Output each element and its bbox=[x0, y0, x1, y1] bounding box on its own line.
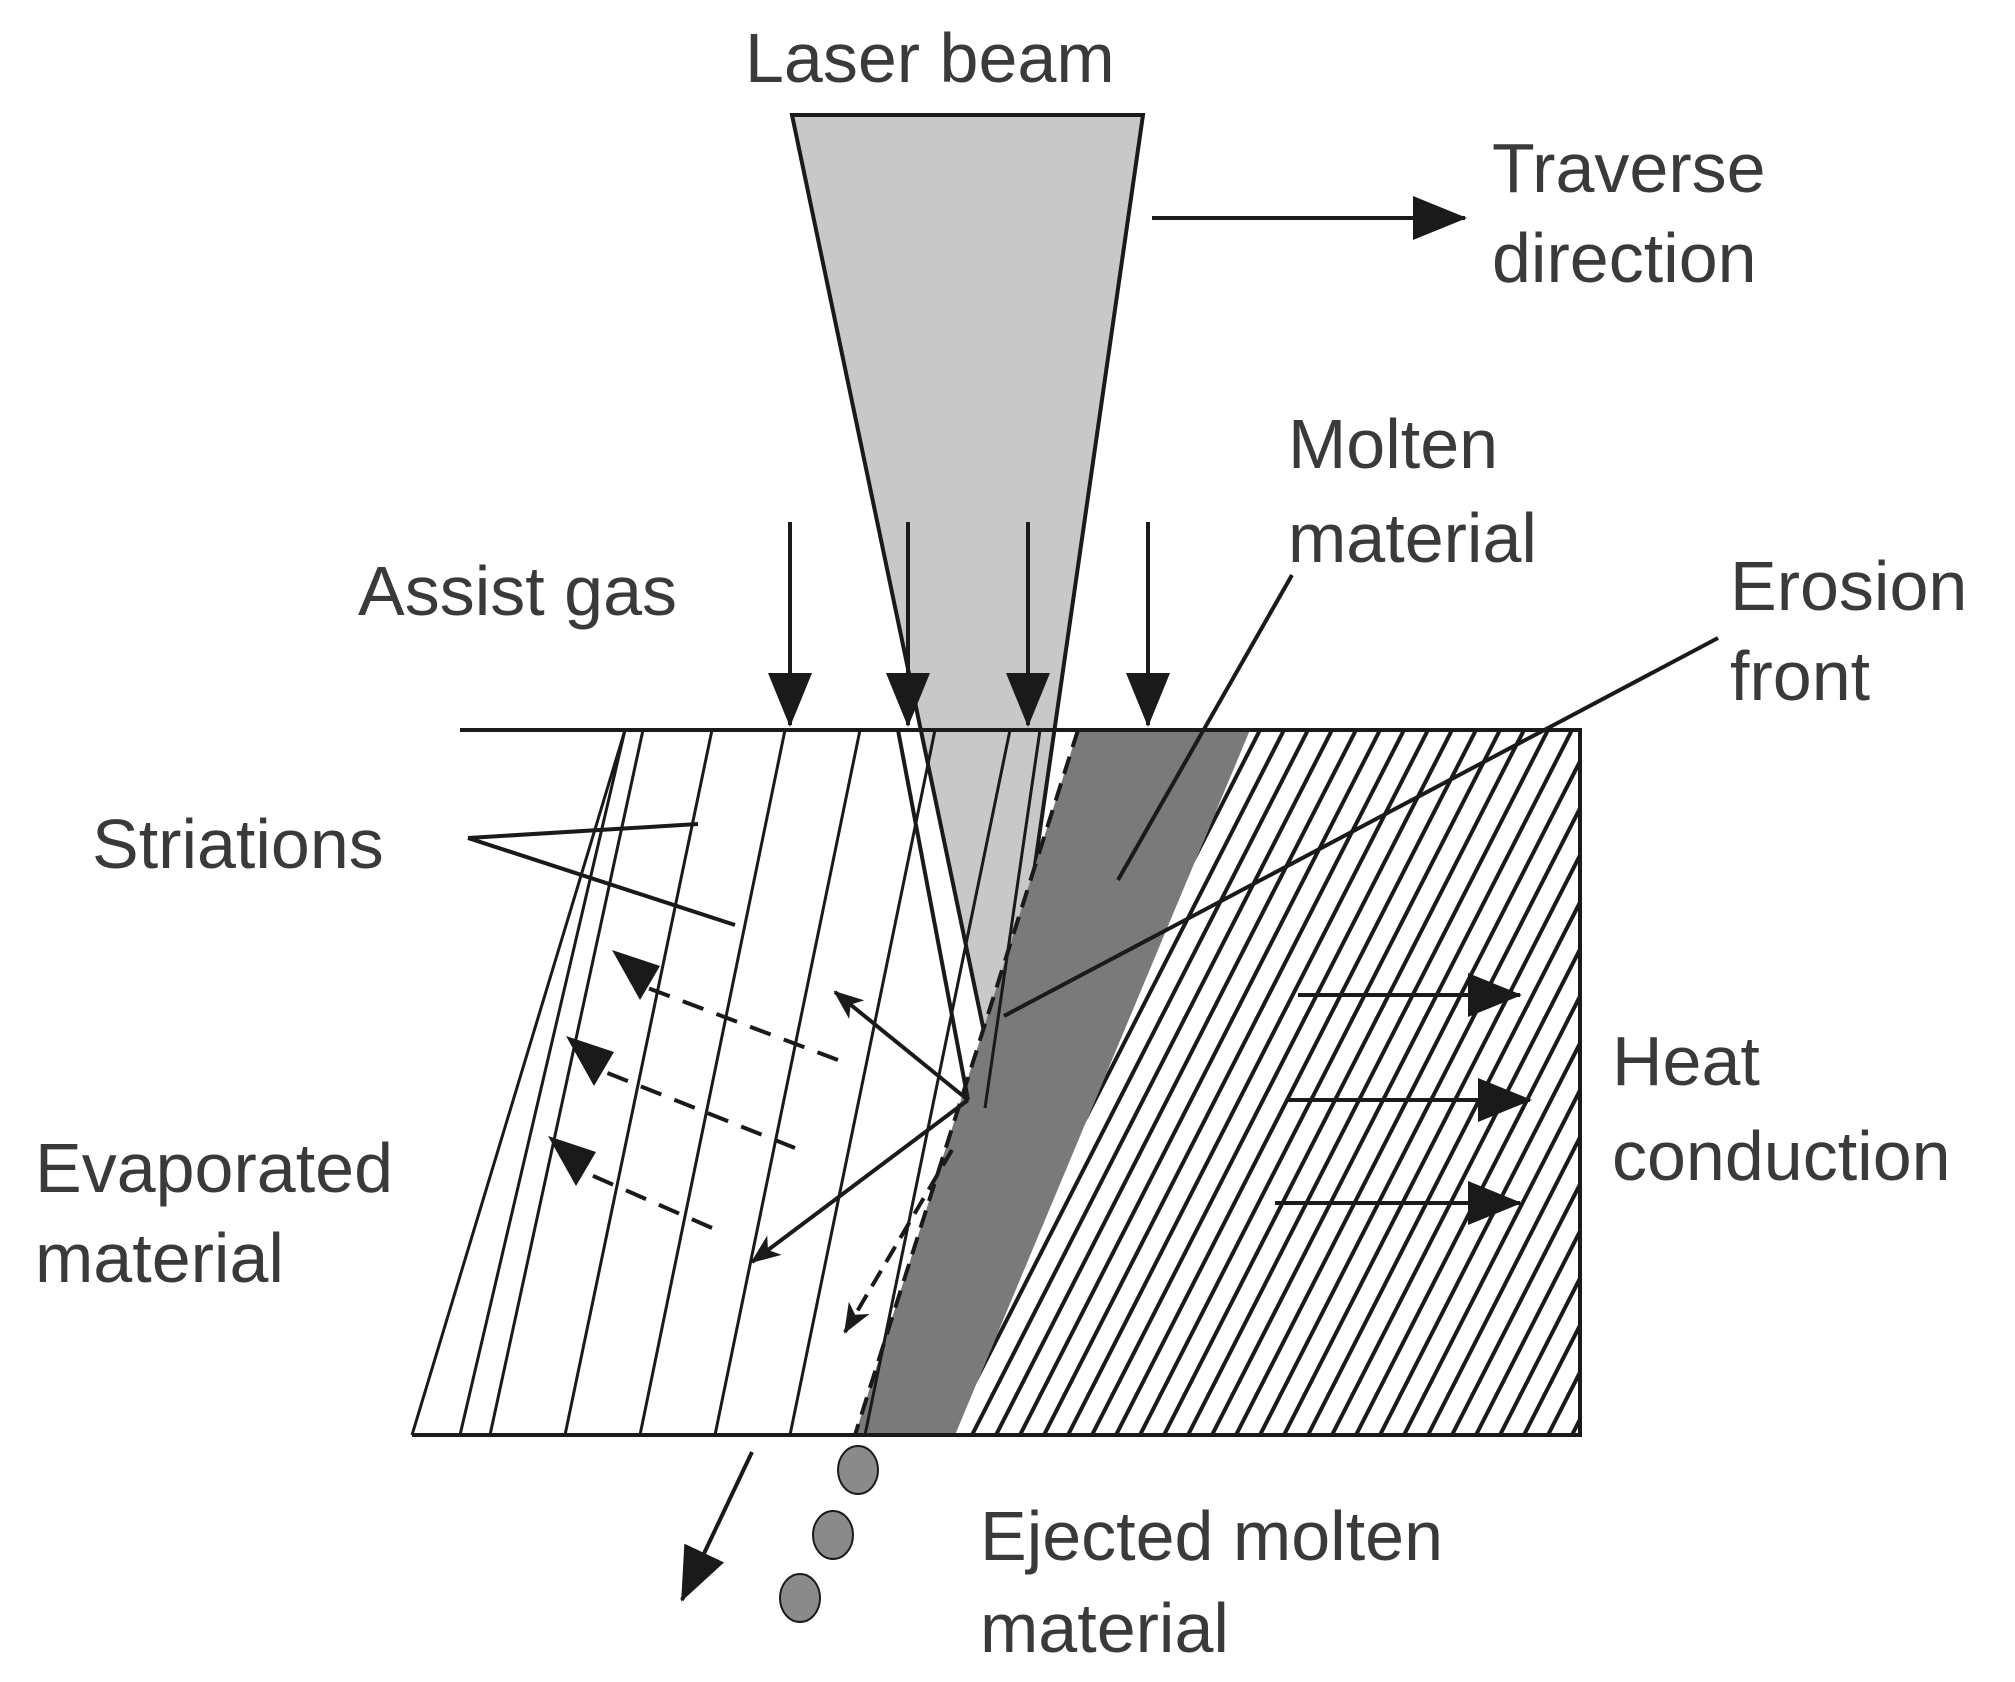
hatch-line bbox=[1956, 730, 2015, 1435]
hatch-line bbox=[1884, 730, 2015, 1435]
laser-beam-cone bbox=[789, 113, 1146, 1109]
hatch-line bbox=[970, 730, 1334, 1435]
label-laser-beam: Laser beam bbox=[745, 19, 1115, 97]
hatch-line bbox=[1498, 730, 1580, 1435]
label-molten-material-line1: Molten bbox=[1288, 405, 1498, 483]
hatch-line bbox=[1812, 730, 2015, 1435]
label-traverse-direction-line1: Traverse bbox=[1492, 129, 1766, 207]
hatch-line bbox=[2004, 730, 2015, 1435]
hatch-line bbox=[1378, 730, 1580, 1435]
label-heat-conduction-line1: Heat bbox=[1612, 1022, 1760, 1100]
hatch-line bbox=[1138, 730, 1502, 1435]
molten-material-band bbox=[855, 730, 1250, 1435]
hatch-line bbox=[1474, 730, 1580, 1435]
hatch-line bbox=[1234, 730, 1580, 1435]
evaporated-material-arrows bbox=[574, 983, 839, 1230]
scatter-arrows bbox=[750, 729, 970, 1334]
hatch-line bbox=[1980, 730, 2015, 1435]
hatch-line bbox=[1354, 730, 1580, 1435]
hatch-line bbox=[955, 730, 1310, 1435]
hatch-line bbox=[1932, 730, 2015, 1435]
ejected-droplets bbox=[779, 1445, 879, 1623]
label-traverse-direction-line2: direction bbox=[1492, 219, 1757, 297]
label-evaporated-material-line1: Evaporated bbox=[35, 1129, 393, 1207]
assist-gas-arrows bbox=[768, 522, 1170, 727]
label-heat-conduction-line2: conduction bbox=[1612, 1117, 1951, 1195]
hatch-line bbox=[1114, 730, 1478, 1435]
hatch-line bbox=[1042, 730, 1406, 1435]
kerf-outer-face bbox=[410, 729, 627, 1436]
striation-lines bbox=[458, 729, 1012, 1436]
hatch-line bbox=[1090, 730, 1454, 1435]
label-erosion-front-line2: front bbox=[1730, 637, 1870, 715]
hatch-line bbox=[1210, 730, 1574, 1435]
hatch-line bbox=[994, 730, 1358, 1435]
beam-ray-line bbox=[983, 729, 1042, 1109]
hatch-line bbox=[1716, 730, 2015, 1435]
hatch-line bbox=[1426, 730, 1580, 1435]
hatch-line bbox=[1788, 730, 2015, 1435]
leader-lines bbox=[467, 574, 1719, 1018]
hatch-line bbox=[1402, 730, 1580, 1435]
hatch-line bbox=[1450, 730, 1580, 1435]
label-erosion-front-line1: Erosion bbox=[1730, 547, 1967, 625]
label-striations: Striations bbox=[92, 805, 384, 883]
hatch-line bbox=[1836, 730, 2015, 1435]
hatch-line bbox=[1908, 730, 2015, 1435]
label-assist-gas: Assist gas bbox=[358, 552, 677, 630]
ejection-arrow bbox=[680, 1451, 754, 1602]
workpiece-hatching bbox=[955, 730, 2015, 1435]
heat-conduction-arrows bbox=[1275, 973, 1532, 1225]
hatch-line bbox=[1764, 730, 2015, 1435]
hatch-line bbox=[1860, 730, 2015, 1435]
hatch-line bbox=[1740, 730, 2015, 1435]
hatch-line bbox=[1066, 730, 1430, 1435]
label-evaporated-material-line2: material bbox=[35, 1219, 284, 1297]
evaporated-arrowheads bbox=[548, 950, 660, 1186]
label-ejected-molten-line1: Ejected molten bbox=[980, 1497, 1443, 1575]
hatch-line bbox=[1258, 730, 1580, 1435]
label-molten-material-line2: material bbox=[1288, 499, 1537, 577]
hatch-line bbox=[1162, 730, 1526, 1435]
label-ejected-molten-line2: material bbox=[980, 1589, 1229, 1667]
hatch-line bbox=[1186, 730, 1550, 1435]
hatch-line bbox=[1282, 730, 1580, 1435]
